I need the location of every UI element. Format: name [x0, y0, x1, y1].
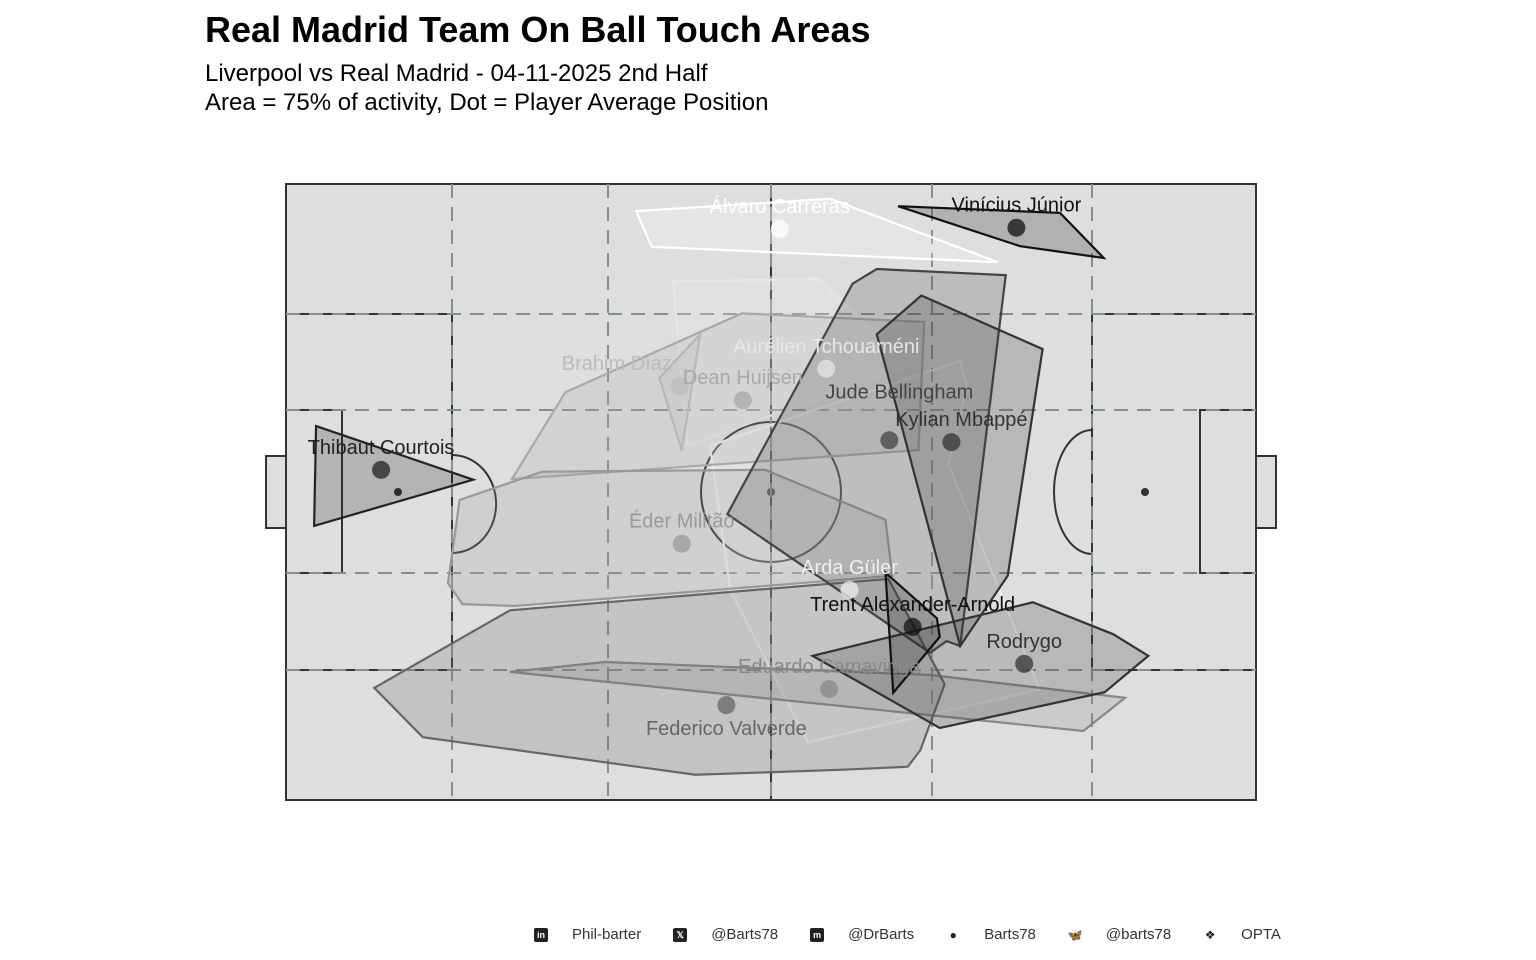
player-label-kylian-mbappe: Kylian Mbappé: [895, 409, 1027, 431]
touch-area-federico-valverde: [372, 577, 946, 776]
x-twitter-icon[interactable]: 𝕏: [673, 927, 688, 942]
avg-position-vinicius-junior: [1007, 218, 1026, 237]
player-label-dean-huijsen: Dean Huijsen: [683, 367, 803, 389]
right-goal: [1255, 455, 1277, 529]
footer-handle[interactable]: Phil-barter: [572, 926, 642, 943]
player-label-aurelien-tchouameni: Aurélien Tchouaméni: [733, 336, 919, 358]
touch-area-alvaro-carreras: [634, 197, 999, 264]
dropbox-icon[interactable]: ❖: [1204, 927, 1216, 942]
avg-position-eduardo-camavinga: [820, 680, 839, 699]
right-penalty-arc: [1053, 429, 1093, 555]
right-penalty-spot: [1141, 488, 1149, 496]
chart-title: Real Madrid Team On Ball Touch Areas: [205, 9, 871, 50]
touch-area-arda-guler: [708, 359, 1042, 744]
avg-position-rodrygo: [1015, 654, 1034, 673]
footer-credits: in Phil-barter 𝕏 @Barts78 m @DrBarts ● Barts78 🦋…: [534, 926, 1313, 943]
player-label-rodrygo: Rodrygo: [986, 631, 1062, 653]
player-label-brahim-diaz: Brahim Díaz: [562, 353, 672, 375]
player-label-eder-militao: Éder Militão: [629, 510, 735, 533]
footer-handle[interactable]: @DrBarts: [848, 926, 915, 943]
touch-area-rodrygo: [809, 601, 1151, 730]
right-six-yard-box: [1199, 409, 1256, 574]
avg-position-eder-militao: [672, 534, 691, 553]
touch-area-vinicius-junior: [897, 205, 1107, 260]
left-goal: [265, 455, 287, 529]
bluesky-icon[interactable]: 🦋: [1067, 927, 1083, 942]
left-penalty-spot: [394, 488, 402, 496]
player-label-thibaut-courtois: Thibaut Courtois: [308, 437, 455, 459]
player-label-eduardo-camavinga: Eduardo Camavinga: [738, 656, 921, 678]
touch-area-eder-militao: [446, 468, 894, 608]
player-label-trent-alexander-arnold: Trent Alexander-Arnold: [810, 594, 1015, 616]
touch-area-eduardo-camavinga: [509, 660, 1128, 733]
chart-subtitle: Liverpool vs Real Madrid - 04-11-2025 2n…: [205, 60, 708, 87]
footer-handle[interactable]: OPTA: [1241, 926, 1281, 943]
avg-position-trent-alexander-arnold: [903, 617, 922, 636]
avg-position-brahim-diaz: [670, 377, 689, 396]
avg-position-aurelien-tchouameni: [817, 359, 836, 378]
avg-position-thibaut-courtois: [372, 460, 391, 479]
avg-position-federico-valverde: [717, 696, 736, 715]
linkedin-icon[interactable]: in: [534, 927, 548, 942]
avg-position-alvaro-carreras: [770, 219, 789, 238]
touch-area-kylian-mbappe: [875, 294, 1044, 649]
github-icon[interactable]: ●: [949, 927, 957, 942]
player-label-arda-guler: Arda Güler: [801, 557, 898, 579]
player-label-federico-valverde: Federico Valverde: [646, 718, 807, 740]
player-label-vinicius-junior: Vinícius Júnior: [952, 195, 1082, 217]
avg-position-arda-guler: [840, 580, 859, 599]
chart-caption: Area = 75% of activity, Dot = Player Ave…: [205, 89, 769, 116]
avg-position-kylian-mbappe: [942, 433, 961, 452]
mastodon-icon[interactable]: m: [810, 927, 825, 942]
left-penalty-arc: [451, 454, 498, 554]
player-label-jude-bellingham: Jude Bellingham: [825, 381, 973, 403]
avg-position-dean-huijsen: [733, 391, 752, 410]
footer-handle[interactable]: Barts78: [984, 926, 1036, 943]
avg-position-jude-bellingham: [880, 431, 899, 450]
footer-handle[interactable]: @Barts78: [711, 926, 779, 943]
footer-handle[interactable]: @barts78: [1105, 926, 1172, 943]
touch-area-thibaut-courtois: [313, 424, 477, 528]
player-label-alvaro-carreras: Álvaro Carreras: [710, 195, 850, 218]
